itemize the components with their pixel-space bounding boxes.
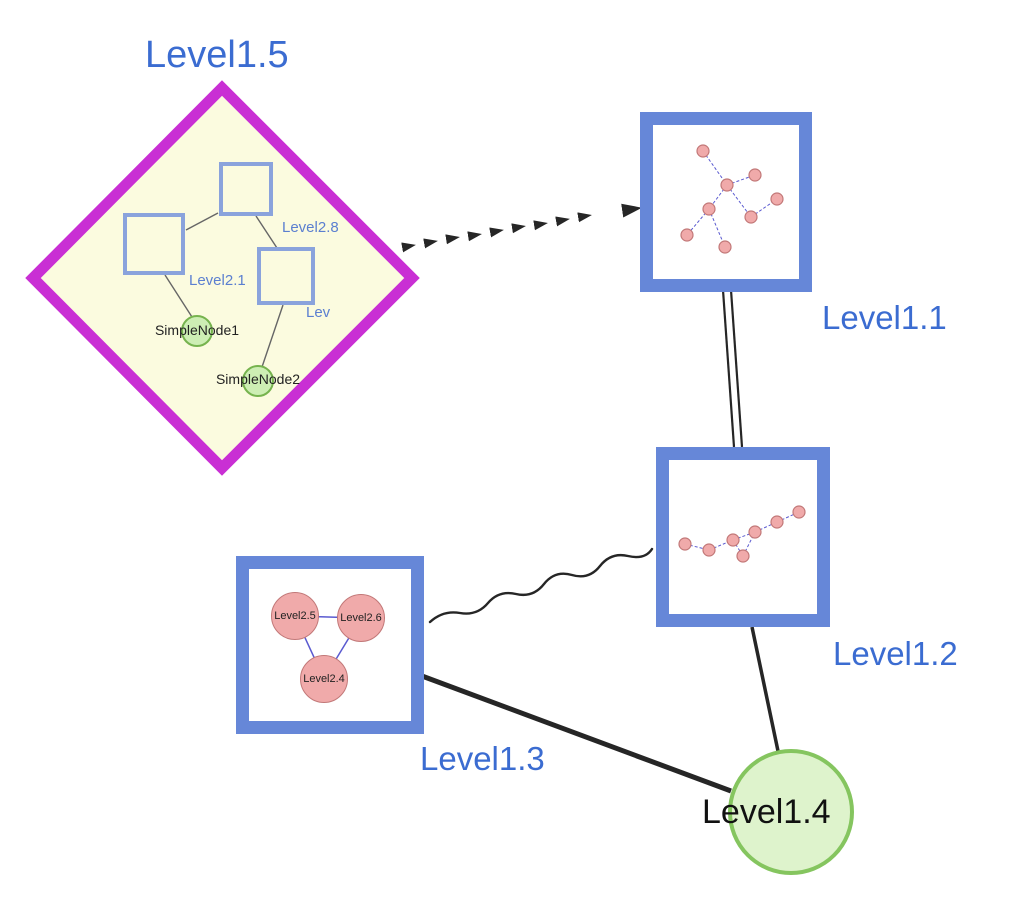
node-label-level1-5: Level1.5 bbox=[145, 34, 289, 76]
edge-double-level1-1-level1-2-b[interactable] bbox=[729, 289, 744, 448]
node-level1-2[interactable] bbox=[656, 447, 830, 627]
node-label-level1-1: Level1.1 bbox=[822, 299, 947, 336]
mini-graph-node[interactable] bbox=[718, 240, 732, 254]
edge-level1-3-level1-4[interactable] bbox=[421, 673, 732, 794]
node-label-level2-6: Level2.6 bbox=[340, 612, 382, 624]
node-label-simplenode2: SimpleNode2 bbox=[215, 371, 301, 387]
mini-graph-node[interactable] bbox=[678, 537, 692, 551]
mini-graph-node[interactable] bbox=[702, 543, 716, 557]
edge-level2-1-simplenode1[interactable] bbox=[164, 274, 193, 318]
mini-graph-node[interactable] bbox=[736, 549, 750, 563]
node-level1-4[interactable] bbox=[728, 749, 854, 875]
mini-graph-edge bbox=[702, 150, 728, 186]
mini-graph-node[interactable] bbox=[680, 228, 694, 242]
mini-graph-edge bbox=[732, 531, 756, 541]
node-level1-1[interactable] bbox=[640, 112, 812, 292]
node-label-level2-1: Level2.1 bbox=[189, 272, 246, 289]
mini-graph-node[interactable] bbox=[702, 202, 716, 216]
level1-2-mini-graph bbox=[678, 505, 806, 563]
node-label-level2-lev: Lev bbox=[306, 304, 331, 321]
node-label-level2-5: Level2.5 bbox=[274, 610, 316, 622]
node-level2-5[interactable]: Level2.5 bbox=[271, 592, 319, 640]
node-label-level1-3: Level1.3 bbox=[420, 740, 545, 777]
edge-wavy-level1-3-level1-2[interactable] bbox=[428, 547, 654, 624]
edge-level2-8-lev[interactable] bbox=[255, 215, 278, 249]
mini-graph-node[interactable] bbox=[744, 210, 758, 224]
node-label-level2-4: Level2.4 bbox=[303, 673, 345, 685]
mini-graph-node[interactable] bbox=[792, 505, 806, 519]
mini-graph-node[interactable] bbox=[770, 515, 784, 529]
node-level1-3[interactable]: Level2.5 Level2.6 Level2.4 bbox=[236, 556, 424, 734]
node-level2-lev[interactable] bbox=[257, 247, 315, 305]
mini-graph-node[interactable] bbox=[720, 178, 734, 192]
edge-level1-2-level1-4[interactable] bbox=[750, 626, 780, 752]
edge-level2-8-level2-1[interactable] bbox=[185, 212, 219, 231]
edge-lev-simplenode2[interactable] bbox=[261, 304, 284, 368]
edge-dashed-arrow-level1-5-level1-1[interactable] bbox=[401, 203, 642, 253]
mini-graph-node[interactable] bbox=[696, 144, 710, 158]
mini-graph-edge bbox=[708, 208, 726, 248]
node-simplenode2[interactable] bbox=[242, 365, 274, 397]
node-level2-8[interactable] bbox=[219, 162, 273, 216]
node-label-level2-8: Level2.8 bbox=[282, 219, 339, 236]
edge-double-level1-1-level1-2-a[interactable] bbox=[721, 289, 736, 448]
mini-graph-node[interactable] bbox=[726, 533, 740, 547]
node-label-simplenode1: SimpleNode1 bbox=[154, 322, 240, 338]
mini-graph-edge bbox=[726, 184, 752, 218]
level1-1-mini-graph bbox=[680, 144, 784, 254]
node-level1-5-diamond[interactable] bbox=[25, 80, 420, 476]
node-level2-6[interactable]: Level2.6 bbox=[337, 594, 385, 642]
mini-graph-node[interactable] bbox=[770, 192, 784, 206]
node-level2-1[interactable] bbox=[123, 213, 185, 275]
mini-graph-node[interactable] bbox=[748, 525, 762, 539]
node-label-level1-4: Level1.4 bbox=[702, 793, 831, 831]
node-simplenode1[interactable] bbox=[181, 315, 213, 347]
node-label-level1-2: Level1.2 bbox=[833, 635, 958, 672]
node-level2-4[interactable]: Level2.4 bbox=[300, 655, 348, 703]
mini-graph-node[interactable] bbox=[748, 168, 762, 182]
